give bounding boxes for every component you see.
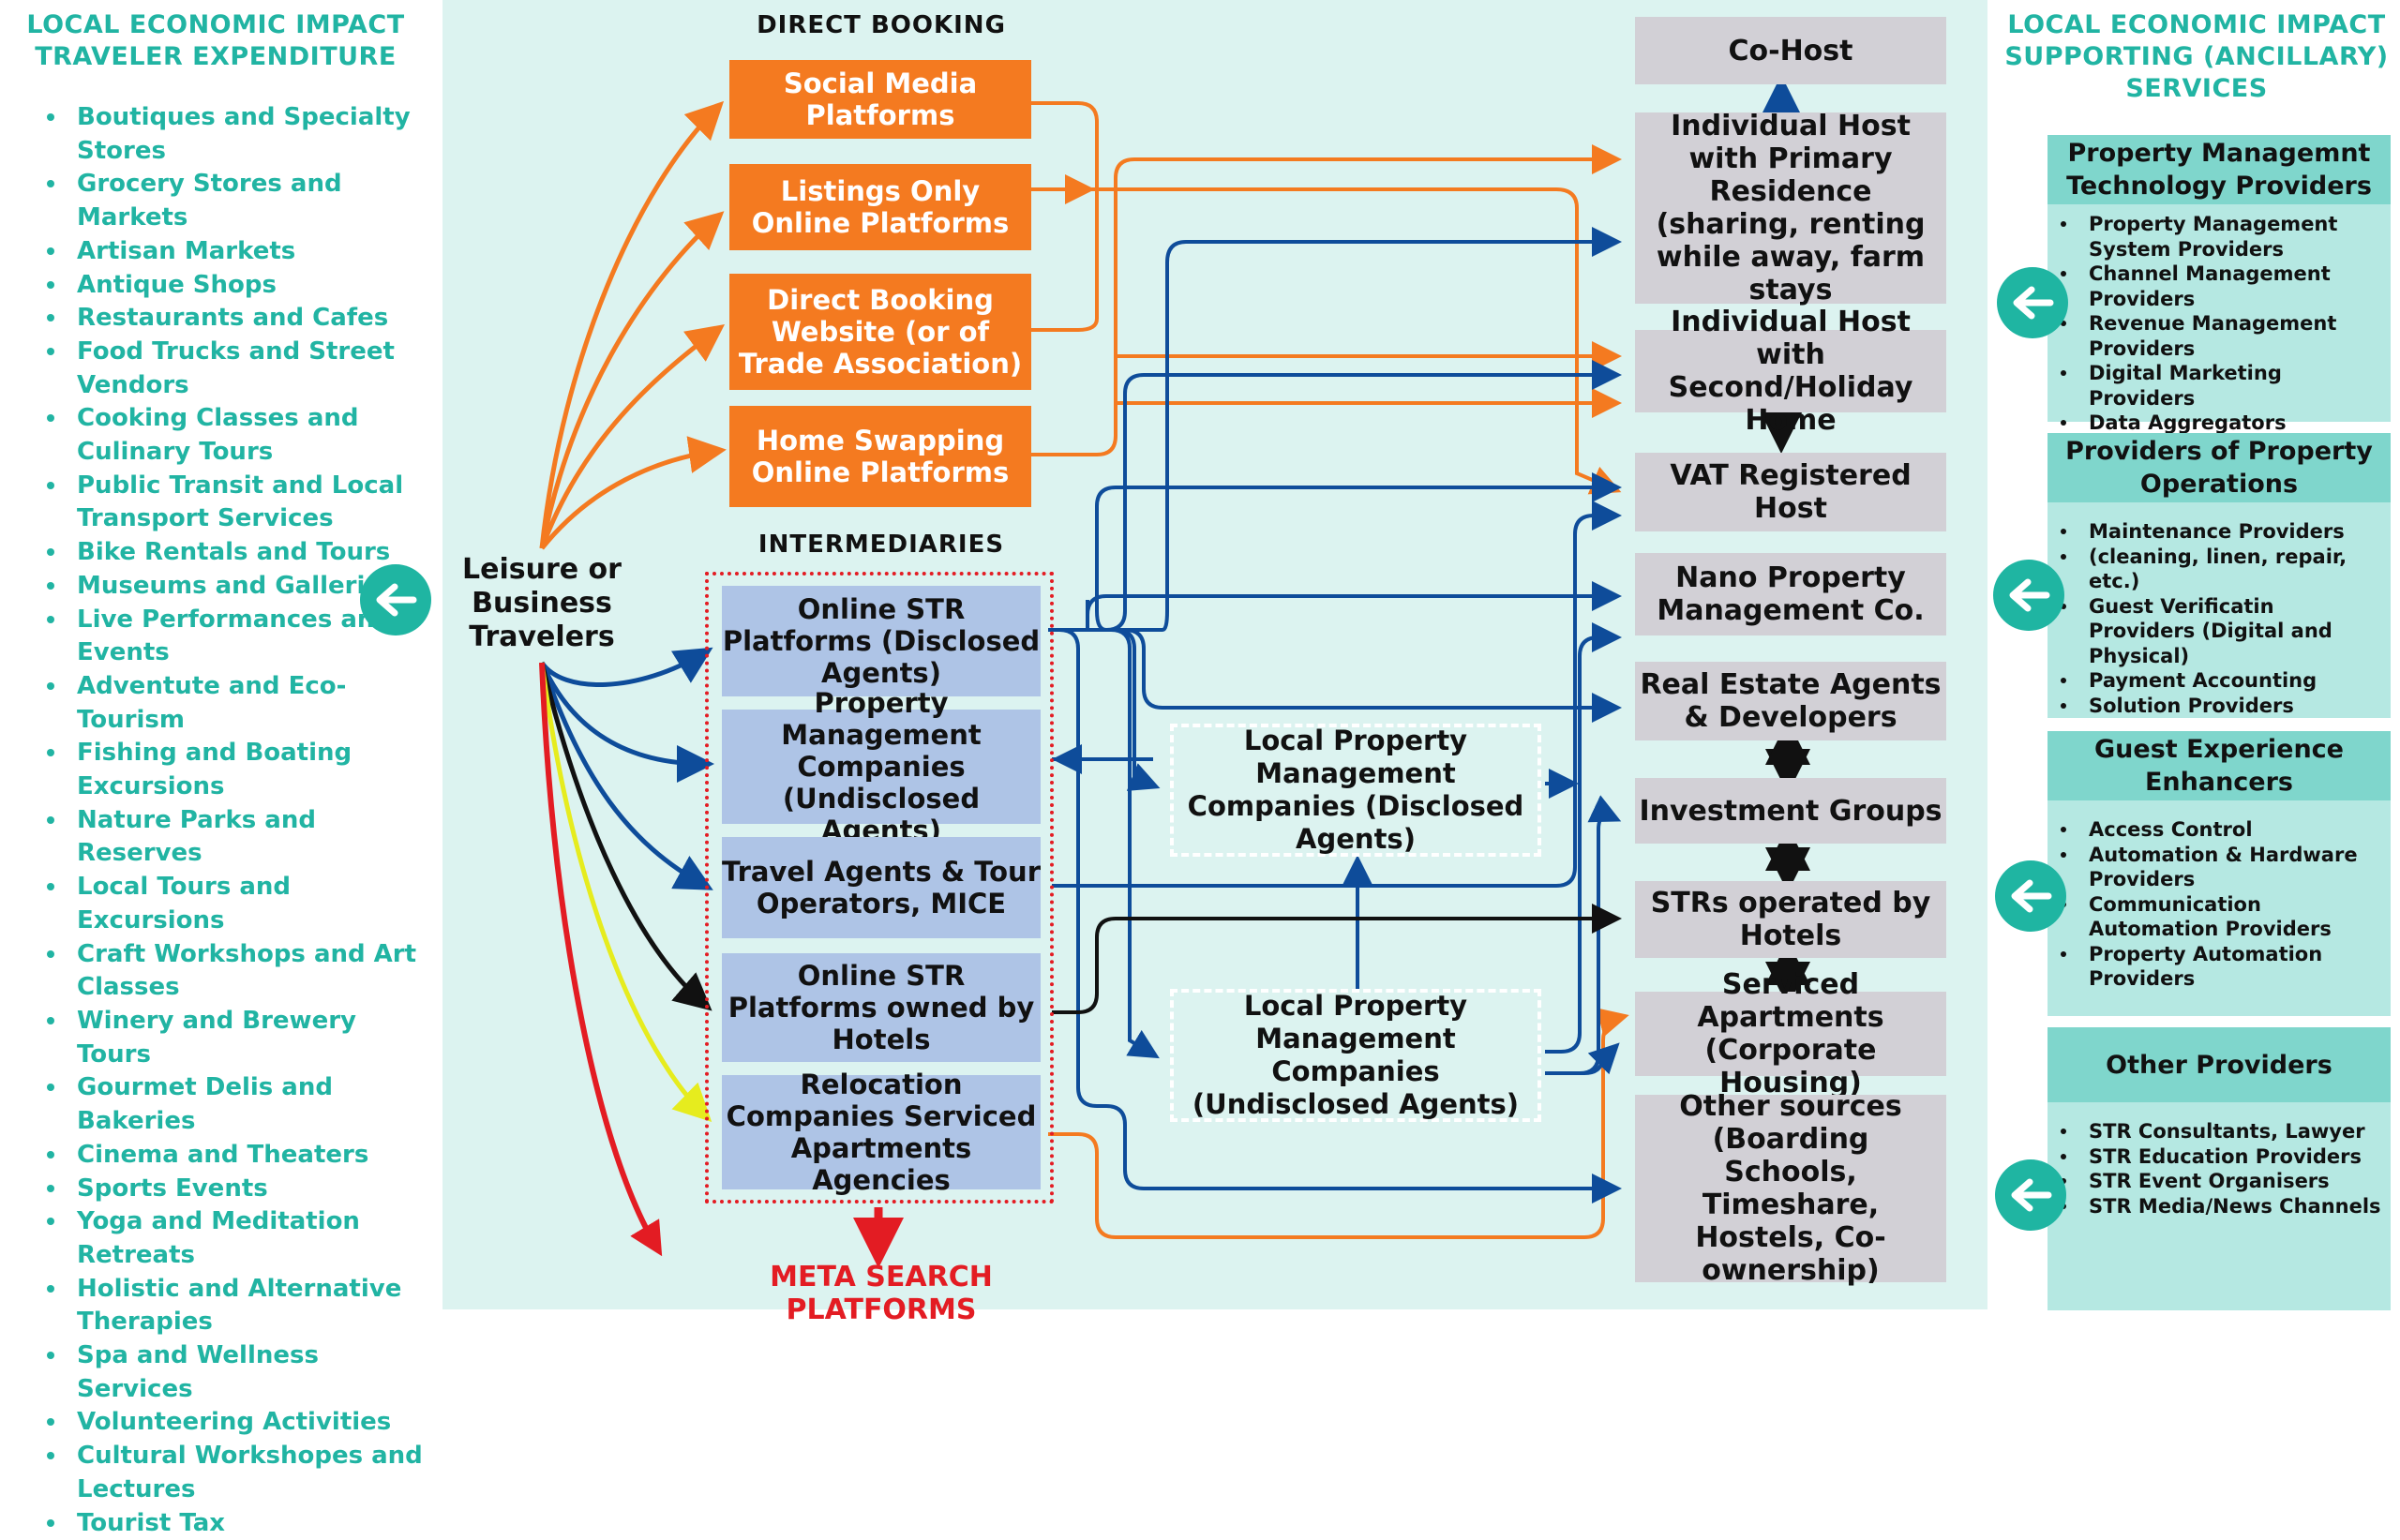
card-other-providers-body: STR Consultants, Lawyer STR Education Pr… (2048, 1102, 2391, 1310)
card-item: Digital Marketing Providers (2048, 361, 2391, 411)
meta-search-platforms: META SEARCH PLATFORMS (770, 1261, 993, 1326)
right-title-line3: SERVICES (2125, 74, 2268, 103)
expenditure-item: Museums and Galleries (43, 570, 428, 604)
expenditure-item: Craft Workshops and Art Classes (43, 938, 428, 1005)
expenditure-item: Cultural Workshopes and Lectures (43, 1440, 428, 1506)
left-title: LOCAL ECONOMIC IMPACT TRAVELER EXPENDITU… (9, 9, 422, 73)
host-real-estate: Real Estate Agents & Developers (1635, 662, 1946, 740)
expenditure-item: Sports Events (43, 1173, 428, 1206)
host-nano-pmc: Nano Property Management Co. (1635, 553, 1946, 635)
intermediary-online-str-hotels: Online STR Platforms owned by Hotels (722, 953, 1041, 1062)
intermediary-property-management-undisclosed: Property Management Companies (Undisclos… (722, 687, 1041, 846)
expenditure-item: Volunteering Activities (43, 1406, 428, 1440)
host-vat-registered: VAT Registered Host (1635, 453, 1946, 531)
direct-booking-website: Direct Booking Website (or of Trade Asso… (729, 274, 1031, 390)
host-investment-groups: Investment Groups (1635, 778, 1946, 844)
card-operations-title: Providers of Property Operations (2048, 433, 2391, 502)
card-other-providers-title: Other Providers (2048, 1027, 2391, 1102)
expenditure-item: Boutiques and Specialty Stores (43, 101, 428, 168)
card-item: Revenue Management Providers (2048, 311, 2391, 361)
expenditure-item: Adventute and Eco-Tourism (43, 670, 428, 737)
card-guest-experience-body: Access Control Automation & Hardware Pro… (2048, 800, 2391, 1016)
traveler-line1: Leisure or (462, 553, 622, 586)
expenditure-item: Restaurants and Cafes (43, 302, 428, 336)
left-title-line1: LOCAL ECONOMIC IMPACT (26, 10, 405, 39)
intermediary-online-str-disclosed: Online STR Platforms (Disclosed Agents) (722, 586, 1041, 696)
direct-booking-heading: DIRECT BOOKING (757, 11, 1006, 39)
edge-social (539, 100, 725, 549)
right-title: LOCAL ECONOMIC IMPACT SUPPORTING (ANCILL… (1993, 9, 2400, 105)
host-serviced-apartments: Serviced Apartments (Corporate Housing) (1635, 968, 1946, 1099)
expenditure-item: Cinema and Theaters (43, 1139, 428, 1173)
card-item: Data Aggregators (2048, 411, 2391, 436)
arrow-left-circle-icon (1993, 560, 2064, 631)
host-strs-hotels: STRs operated by Hotels (1635, 881, 1946, 958)
expenditure-item: Antique Shops (43, 269, 428, 303)
traveler-node: Leisure or Business Travelers (461, 553, 622, 654)
direct-home-swapping: Home Swapping Online Platforms (729, 406, 1031, 507)
host-co-host: Co-Host (1635, 17, 1946, 84)
intermediaries-frame (705, 572, 1054, 1204)
expenditure-item: Holistic and Alternative Therapies (43, 1273, 428, 1339)
card-item: STR Education Providers (2048, 1144, 2391, 1170)
intermediary-travel-agents: Travel Agents & Tour Operators, MICE (722, 837, 1041, 938)
expenditure-item: Gourmet Delis and Bakeries (43, 1071, 428, 1138)
right-title-line2: SUPPORTING (ANCILLARY) (2004, 42, 2389, 71)
card-pm-tech-title: Property Managemnt Technology Providers (2048, 135, 2391, 204)
expenditure-item: Live Performances and Events (43, 604, 428, 670)
arrow-left-circle-icon (1995, 860, 2066, 932)
expenditure-item: Winery and Brewery Tours (43, 1005, 428, 1071)
traveler-line2: Business (472, 587, 612, 620)
card-item: STR Event Organisers (2048, 1169, 2391, 1194)
expenditure-item: Nature Parks and Reserves (43, 804, 428, 871)
host-other-sources: Other sources (Boarding Schools, Timesha… (1635, 1090, 1946, 1287)
direct-social-media: Social Media Platforms (729, 60, 1031, 139)
expenditure-item: Cooking Classes and Culinary Tours (43, 402, 428, 469)
card-item: Automation & Hardware Providers (2048, 843, 2391, 892)
card-item: Payment Accounting (2048, 668, 2391, 694)
card-item: Access Control (2048, 817, 2391, 843)
card-item: Maintenance Providers (2048, 519, 2391, 545)
left-title-line2: TRAVELER EXPENDITURE (35, 42, 397, 71)
connectors (539, 75, 1810, 1268)
card-item: Communication Automation Providers (2048, 892, 2391, 942)
expenditure-item: Tourist Tax (43, 1507, 428, 1540)
direct-listings-only: Listings Only Online Platforms (729, 164, 1031, 250)
card-guest-experience-title: Guest Experience Enhancers (2048, 731, 2391, 800)
expenditure-item: Food Trucks and Street Vendors (43, 336, 428, 402)
arrow-left-circle-icon (1995, 1159, 2066, 1231)
expenditure-item: Yoga and Meditation Retreats (43, 1205, 428, 1272)
expenditure-item: Public Transit and Local Transport Servi… (43, 470, 428, 536)
card-item: STR Media/News Channels (2048, 1194, 2391, 1219)
expenditure-item: Local Tours and Excursions (43, 871, 428, 937)
arrow-left-circle-icon (1997, 267, 2068, 338)
right-title-line1: LOCAL ECONOMIC IMPACT (2007, 10, 2386, 39)
card-item: Providers (Digital and Physical) (2089, 620, 2332, 667)
edge-swap (540, 436, 727, 550)
card-item: Guest Verificatin (2048, 594, 2391, 620)
card-item: Property Management System Providers (2048, 212, 2391, 262)
card-item: Solution Providers (2048, 694, 2391, 719)
edge-listings (539, 211, 725, 549)
card-item: Channel Management Providers (2048, 262, 2391, 311)
expenditure-item: Fishing and Boating Excursions (43, 737, 428, 803)
local-pmc-disclosed: Local Property Management Companies (Dis… (1170, 724, 1541, 857)
host-primary-residence: Individual Host with Primary Residence (… (1635, 110, 1946, 307)
host-second-home: Individual Host with Second/Holiday Home (1635, 306, 1946, 437)
intermediary-relocation: Relocation Companies Serviced Apartments… (722, 1069, 1041, 1196)
local-pmc-undisclosed: Local Property Management Companies (Und… (1170, 989, 1541, 1122)
card-item: (cleaning, linen, repair, etc.) (2048, 545, 2391, 594)
expenditure-item: Bike Rentals and Tours (43, 536, 428, 570)
card-item: Property Automation Providers (2048, 942, 2391, 992)
edge-direct (539, 324, 726, 549)
traveler-line3: Travelers (469, 620, 615, 653)
card-operations-body: Maintenance Providers (cleaning, linen, … (2048, 502, 2391, 718)
card-pm-tech-body: Property Management System Providers Cha… (2048, 204, 2391, 434)
intermediaries-heading: INTERMEDIARIES (758, 531, 1005, 559)
expenditure-item: Grocery Stores and Markets (43, 168, 428, 234)
card-item: STR Consultants, Lawyer (2048, 1119, 2391, 1144)
expenditure-item: Artisan Markets (43, 235, 428, 269)
arrow-left-circle-icon (360, 564, 431, 635)
